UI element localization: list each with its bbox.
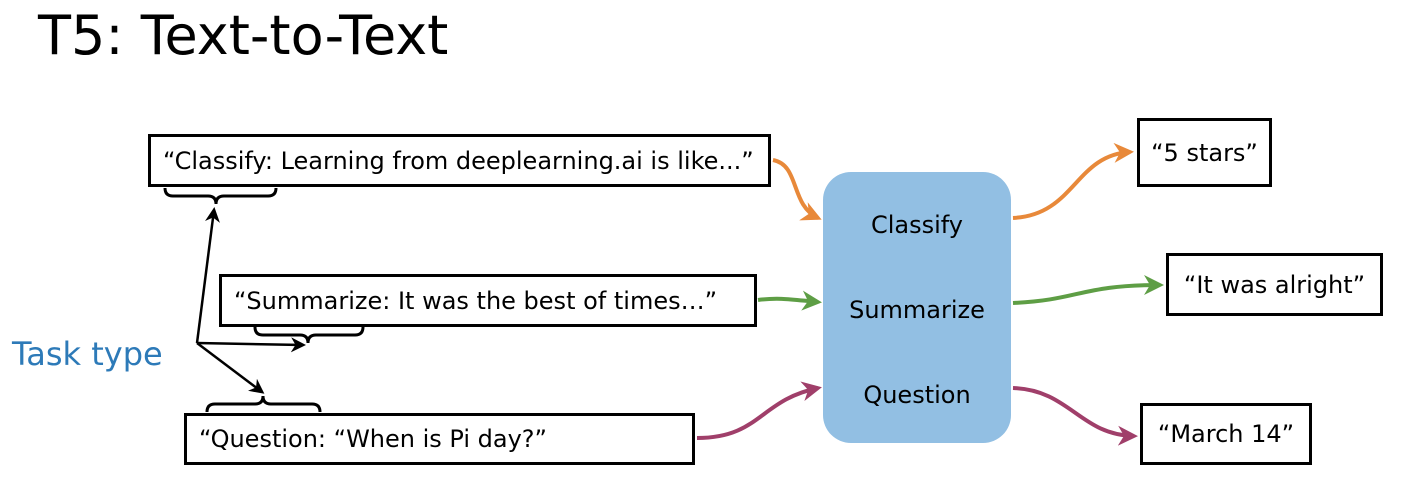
output-text-summarize: “It was alright” (1183, 270, 1366, 299)
pointer-to-classify-brace (195, 207, 220, 344)
t5-model-block (823, 172, 1011, 443)
output-text-classify: “5 stars” (1151, 138, 1258, 167)
page-title: T5: Text-to-Text (38, 4, 449, 67)
pointer-to-summarize-brace (196, 337, 306, 353)
input-box-summarize: “Summarize: It was the best of times…” (219, 274, 757, 327)
brace-question (205, 395, 322, 413)
output-box-question: “March 14” (1140, 403, 1312, 465)
arrow-input-question (696, 381, 822, 440)
input-box-classify: “Classify: Learning from deeplearning.ai… (148, 134, 771, 187)
arrow-output-classify (1012, 142, 1134, 220)
model-task-summarize: Summarize (849, 296, 985, 324)
output-box-summarize: “It was alright” (1166, 253, 1383, 316)
arrow-output-question (1012, 386, 1138, 446)
pointer-to-question-brace (196, 342, 265, 394)
input-text-summarize: “Summarize: It was the best of times…” (234, 286, 718, 315)
input-box-question: “Question: “When is Pi day?” (184, 413, 695, 465)
output-text-question: “March 14” (1157, 420, 1295, 448)
input-text-question: “Question: “When is Pi day?” (199, 425, 547, 453)
model-task-classify: Classify (870, 211, 964, 239)
arrow-input-classify (772, 158, 822, 221)
arrow-input-summarize (757, 290, 822, 311)
model-task-question: Question (863, 381, 971, 409)
input-text-classify: “Classify: Learning from deeplearning.ai… (163, 146, 754, 175)
brace-summarize (253, 326, 365, 344)
brace-classify (163, 187, 278, 205)
task-type-label: Task type (12, 335, 163, 373)
arrow-output-summarize (1012, 275, 1164, 305)
output-box-classify: “5 stars” (1137, 118, 1272, 187)
